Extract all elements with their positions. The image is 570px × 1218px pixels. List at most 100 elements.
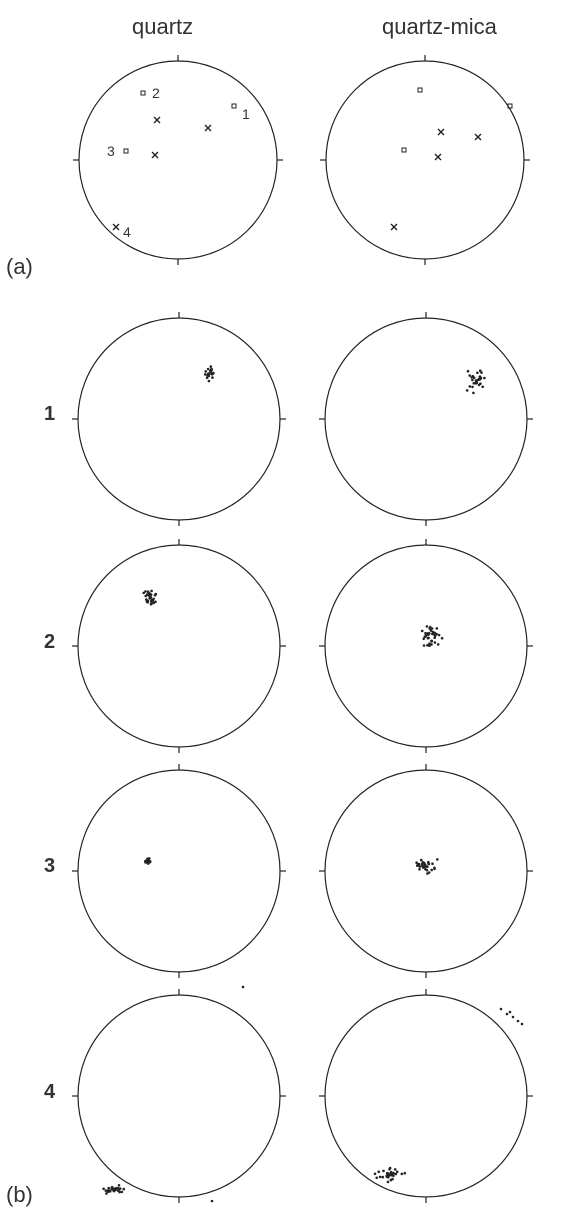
pole-dot: [403, 1171, 407, 1175]
pole-dot: [395, 1170, 399, 1174]
pole-dot: [382, 1169, 385, 1173]
pole-dot: [373, 1172, 377, 1176]
pole-dot: [433, 867, 436, 871]
pole-dot: [204, 370, 207, 373]
pole-dot: [426, 644, 429, 647]
pole-dot: [378, 1175, 382, 1179]
pole-dot: [471, 385, 474, 389]
pole-dot: [428, 642, 431, 645]
stereonet-3-quartz: [72, 764, 286, 978]
pole-dot: [145, 859, 148, 863]
net-circle: [77, 769, 281, 973]
pole-dot: [102, 1187, 105, 1191]
pole-dot: [210, 368, 213, 372]
pole-dot: [430, 627, 434, 630]
pole-dot: [478, 369, 482, 372]
pole-dot: [105, 1192, 108, 1195]
pole-dot: [435, 632, 438, 636]
pole-dot: [117, 1184, 121, 1187]
pole-dot: [431, 862, 434, 865]
pole-dot: [207, 379, 211, 383]
pole-dot: [148, 595, 152, 598]
point-label-3: 3: [107, 143, 115, 159]
net-circle: [325, 60, 525, 260]
pole-dot: [104, 1189, 108, 1192]
pole-dot: [433, 641, 437, 644]
pole-dot: [418, 865, 422, 868]
pole-dot: [483, 376, 486, 380]
pole-dot: [465, 389, 469, 392]
pole-dot: [422, 864, 425, 867]
pole-dot: [436, 643, 440, 646]
pole-dot: [511, 1015, 515, 1019]
pole-dot: [144, 594, 147, 598]
stereonet-4-quartz-mica: [319, 989, 533, 1203]
pole-dot: [204, 373, 207, 376]
panel-label-a: (a): [6, 254, 33, 279]
pole-dot: [241, 985, 245, 989]
pole-dot: [436, 858, 439, 861]
pole-dot: [208, 372, 211, 376]
row-label-1: 1: [44, 403, 56, 425]
pole-dot: [388, 1166, 392, 1170]
pole-dot: [430, 643, 433, 646]
pole-dot: [508, 1010, 512, 1014]
row-label-4: 4: [44, 1081, 56, 1103]
pole-dot: [210, 1199, 214, 1203]
pole-dot: [118, 1187, 121, 1191]
point-label-2: 2: [152, 85, 160, 101]
pole-dot: [415, 861, 418, 864]
pole-dot: [393, 1168, 397, 1171]
column-header-quartz: quartz: [132, 14, 194, 39]
pole-dot: [471, 374, 475, 378]
pole-dot: [400, 1172, 404, 1176]
square-markers: [123, 90, 237, 154]
pole-dot: [118, 1190, 121, 1194]
pole-dot: [422, 644, 426, 647]
pole-dot: [154, 592, 158, 596]
net-circle: [78, 60, 278, 260]
point-label-4: 4: [123, 224, 131, 240]
x-markers: [112, 116, 212, 231]
row-label-3: 3: [44, 855, 56, 877]
pole-dot: [392, 1174, 395, 1177]
pole-dot: [430, 868, 433, 872]
pole-dot: [387, 1176, 390, 1179]
pole-dot: [471, 378, 474, 382]
stereonet-a-quartz: 1 2 3 4: [73, 55, 283, 265]
column-header-quartz-mica: quartz-mica: [382, 14, 497, 39]
pole-dot: [426, 872, 429, 875]
pole-dot: [429, 629, 433, 632]
pole-dot: [206, 367, 210, 371]
pole-dot: [386, 1180, 390, 1184]
pole-dot: [425, 625, 429, 628]
pole-dot: [377, 1170, 380, 1174]
pole-dot: [149, 860, 152, 863]
pole-dot: [475, 381, 479, 385]
pole-dot: [437, 633, 441, 637]
net-circle: [324, 994, 528, 1198]
pole-dot: [420, 858, 423, 862]
pole-dot: [148, 597, 151, 600]
pole-dot: [142, 591, 145, 595]
stereonet-1-quartz-mica: [319, 312, 533, 526]
pole-dot: [209, 365, 213, 368]
pole-dot: [420, 629, 424, 633]
pole-dot: [427, 636, 430, 640]
pole-dot: [150, 589, 153, 593]
pole-dot: [114, 1187, 118, 1190]
pole-dot: [427, 860, 430, 864]
pole-dot: [147, 591, 151, 595]
pole-dot: [146, 862, 150, 865]
pole-dot: [520, 1022, 524, 1026]
stereonet-a-quartz-mica: [320, 55, 530, 265]
pole-dot: [375, 1176, 378, 1180]
stereonet-4-quartz: [72, 985, 286, 1203]
pole-dot: [435, 627, 439, 630]
pole-dot: [206, 374, 209, 377]
pole-dot: [422, 637, 425, 641]
net-circle: [77, 544, 281, 748]
pole-dot: [110, 1185, 114, 1189]
pole-dot: [381, 1175, 385, 1179]
pole-dot: [468, 374, 471, 377]
